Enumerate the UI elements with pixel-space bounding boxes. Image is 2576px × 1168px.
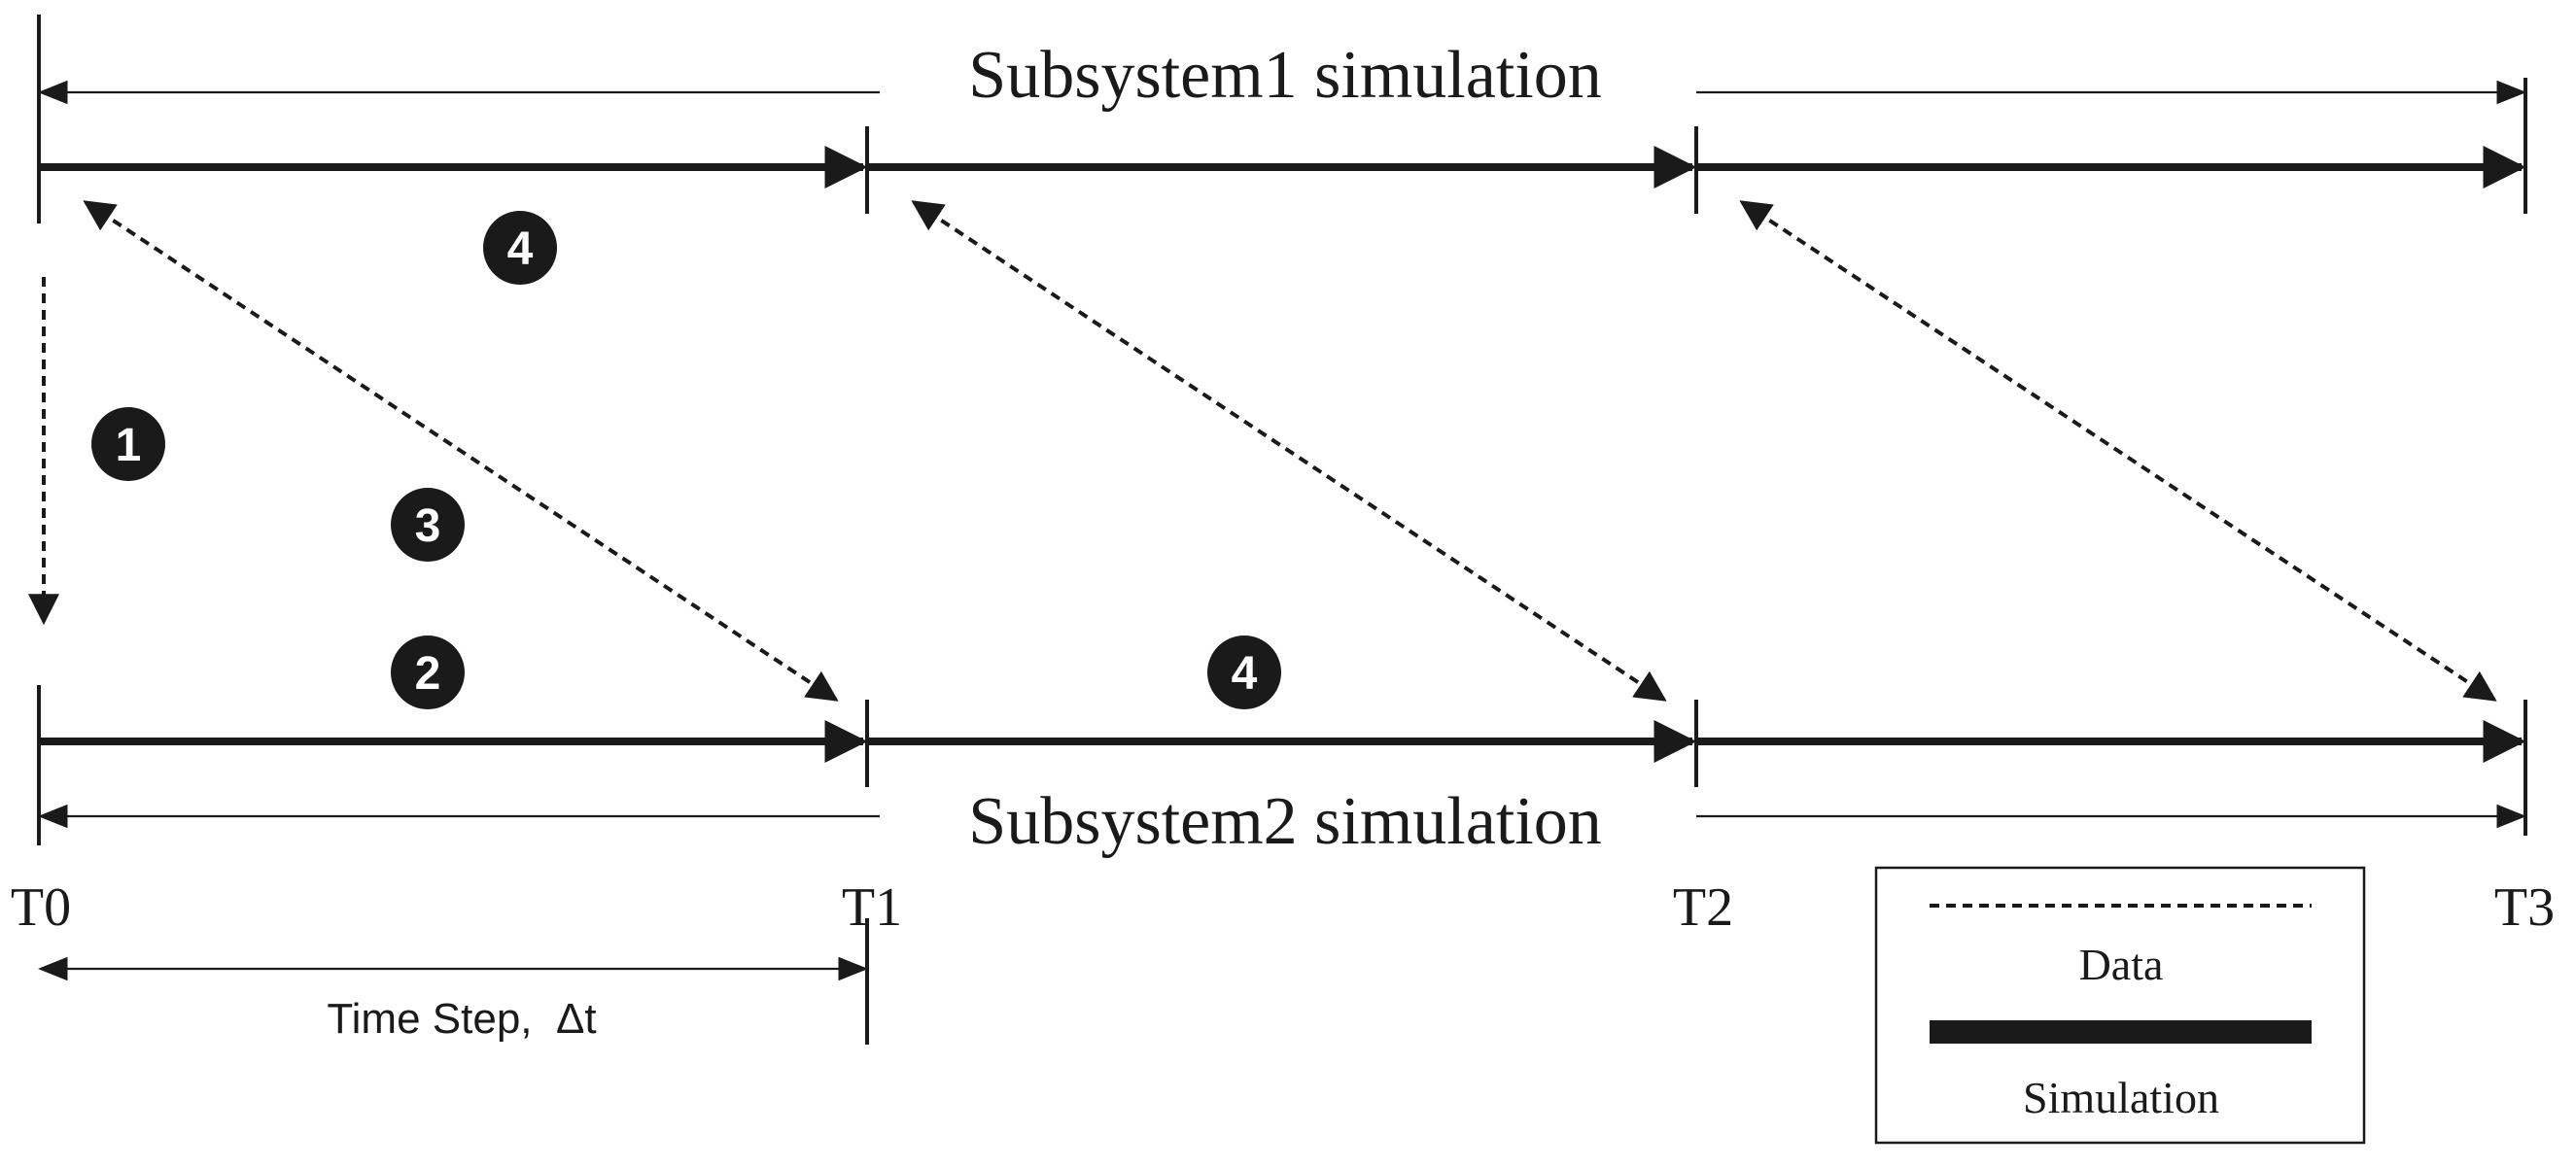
- legend: Data Simulation: [1874, 866, 2366, 1145]
- step-badge-1: 1: [91, 407, 165, 481]
- step-badge-3-label: 3: [415, 500, 441, 552]
- data-arrow-exchange-t1: [83, 200, 839, 702]
- subsystem1-title: Subsystem1 simulation: [968, 38, 1601, 113]
- data-arrow-exchange-t2: [911, 200, 1667, 702]
- legend-box: [1874, 866, 2366, 1145]
- time-label-t0: T0: [11, 877, 71, 938]
- step-badge-1-label: 1: [116, 420, 142, 471]
- step-badge-3: 3: [391, 488, 465, 562]
- legend-simulation-swatch: [1930, 1020, 2312, 1044]
- step-badge-4-top-label: 4: [507, 223, 534, 275]
- step-badge-4-top: 4: [483, 211, 557, 285]
- data-arrow-exchange-t3: [1739, 200, 2497, 702]
- time-step-label: Time Step, Δt: [327, 995, 596, 1043]
- time-label-t2: T2: [1673, 877, 1733, 938]
- step-badge-4-bottom: 4: [1207, 636, 1281, 709]
- legend-simulation-label: Simulation: [2023, 1073, 2219, 1122]
- step-badge-2-label: 2: [415, 648, 441, 700]
- step-badge-2: 2: [391, 636, 465, 709]
- legend-data-label: Data: [2079, 940, 2164, 989]
- data-exchange-arrows: [28, 200, 2497, 702]
- step-badge-4-bottom-label: 4: [1232, 648, 1258, 700]
- subsystem2-title: Subsystem2 simulation: [968, 784, 1601, 859]
- time-label-t1: T1: [842, 877, 902, 938]
- time-label-t3: T3: [2494, 877, 2555, 938]
